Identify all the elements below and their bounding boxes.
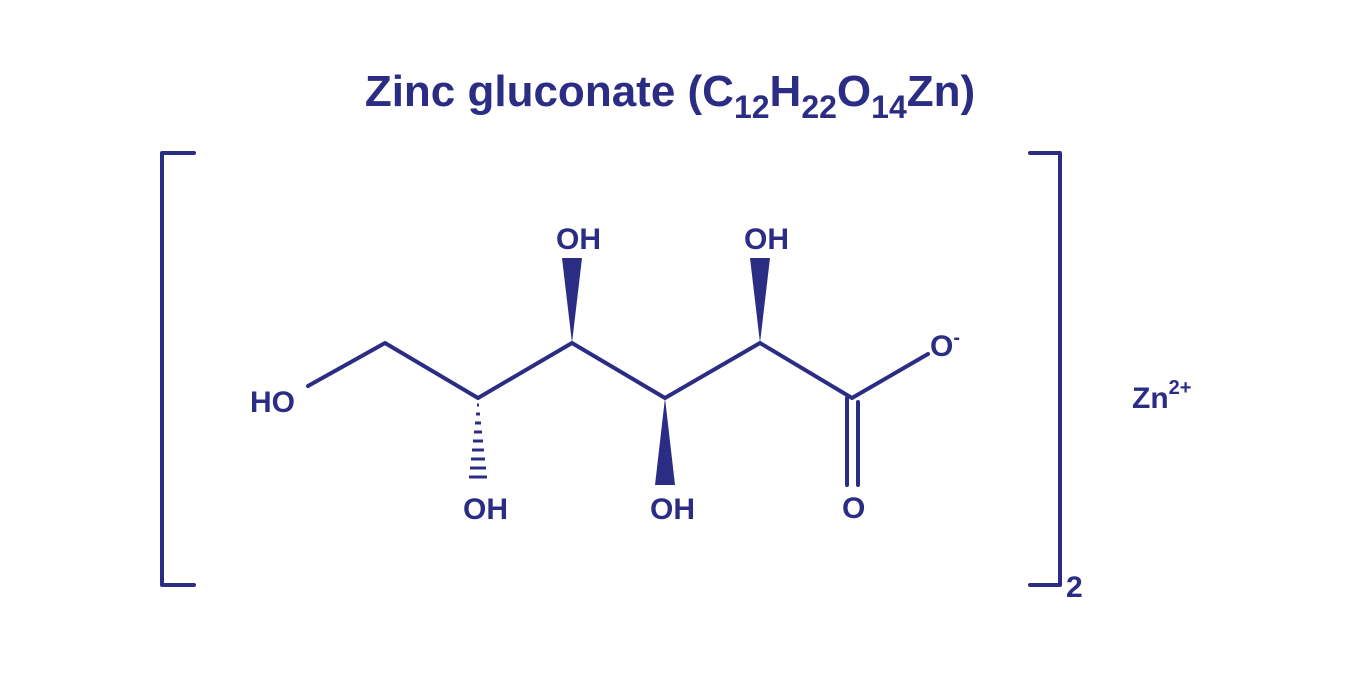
label-ho-terminal: HO bbox=[250, 386, 295, 419]
right-bracket bbox=[1028, 151, 1062, 587]
label-oh-c2: OH bbox=[463, 493, 508, 526]
label-oh-c5: OH bbox=[744, 223, 789, 256]
label-zinc-ion: Zn2+ bbox=[1132, 377, 1191, 415]
label-o-anion: O- bbox=[930, 327, 960, 363]
label-oh-c3: OH bbox=[556, 223, 601, 256]
label-o-carbonyl: O bbox=[842, 492, 865, 525]
left-bracket bbox=[160, 151, 196, 587]
diagram-title: Zinc gluconate (C12H22O14Zn) bbox=[365, 67, 975, 125]
label-oh-c4: OH bbox=[650, 493, 695, 526]
carbon-chain bbox=[306, 341, 930, 400]
wedge-bond-c3 bbox=[562, 258, 582, 343]
wedge-bond-c5 bbox=[750, 258, 770, 343]
bracket-subscript: 2 bbox=[1066, 571, 1083, 604]
hashed-bond-c2 bbox=[469, 403, 487, 479]
wedge-bond-c4 bbox=[655, 398, 675, 485]
